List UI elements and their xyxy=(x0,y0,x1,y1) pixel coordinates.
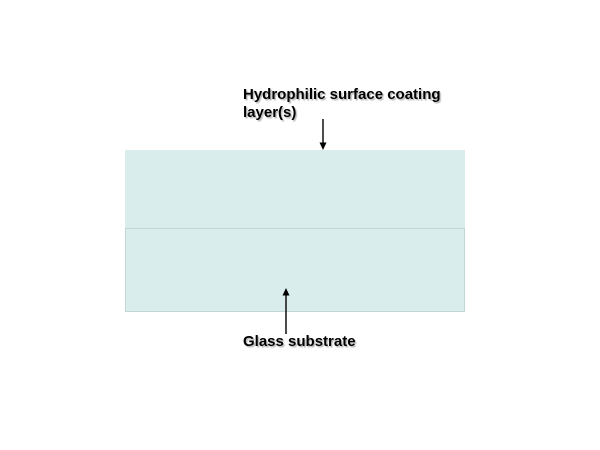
coating-label-line2: layer(s) xyxy=(243,103,297,121)
coating-label-line1: Hydrophilic surface coating xyxy=(243,86,441,103)
arrow-up-icon xyxy=(282,288,290,334)
coating-label: Hydrophilic surface coating layer(s) xyxy=(243,86,441,121)
arrow-down-icon xyxy=(319,119,327,150)
glass-substrate-layer xyxy=(125,228,465,312)
hydrophilic-coating-layer xyxy=(125,150,465,228)
substrate-label: Glass substrate xyxy=(243,333,356,350)
